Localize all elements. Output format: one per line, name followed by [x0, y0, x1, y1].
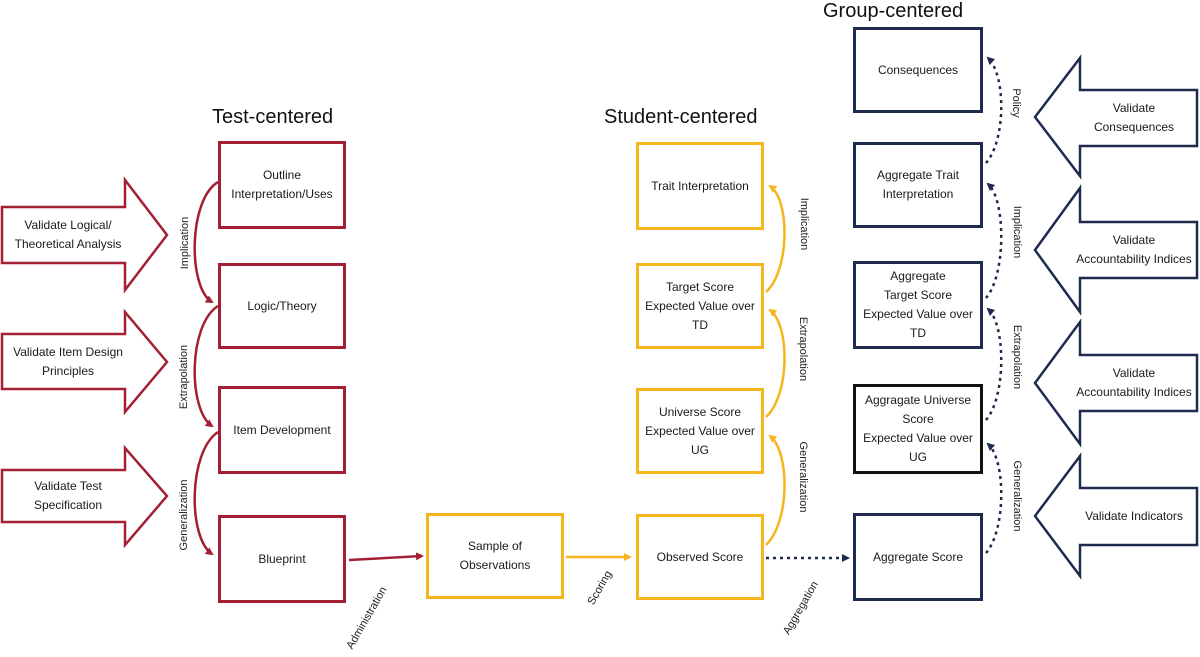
callout-arrow-validate-accountability-1 — [1033, 184, 1199, 316]
group-implication-link — [985, 182, 1003, 299]
label-group-extrapolation: Extrapolation — [1011, 324, 1023, 390]
label-test-implication: Implication — [179, 216, 191, 270]
callout-arrow-validate-consequences — [1033, 54, 1199, 180]
student-generalization-link — [765, 434, 786, 546]
callout-arrow-validate-spec — [0, 444, 169, 549]
callout-label-validate-indicators: Validate Indicators — [1085, 509, 1183, 523]
node-consequences: Consequences — [853, 27, 983, 113]
label-group-policy: Policy — [1010, 88, 1022, 118]
label-group-generalization: Generalization — [1011, 460, 1023, 532]
administration-arrow — [348, 552, 424, 562]
student-implication-link — [765, 184, 786, 293]
callout-arrow-validate-indicators — [1033, 452, 1199, 580]
heading-group-centered: Group-centered — [823, 0, 964, 22]
callout-arrow-validate-design — [0, 308, 169, 416]
node-aggregate-trait: Aggregate Trait Interpretation — [853, 142, 983, 228]
node-item-development: Item Development — [218, 386, 346, 474]
node-target-score: Target Score Expected Value over TD — [636, 263, 764, 349]
label-test-generalization: Generalization — [178, 479, 190, 551]
label-student-generalization: Generalization — [797, 441, 809, 513]
label-test-extrapolation: Extrapolation — [178, 344, 190, 410]
group-policy-link — [985, 56, 1003, 164]
node-observed-score: Observed Score — [636, 514, 764, 600]
node-outline-interpretation: Outline Interpretation/Uses — [218, 141, 346, 229]
callout-label-validate-accountability-2: Validate Accountability Indices — [1076, 366, 1192, 399]
label-student-implication: Implication — [798, 197, 810, 251]
label-student-extrapolation: Extrapolation — [797, 316, 809, 382]
group-generalization-link — [985, 442, 1003, 554]
callout-label-validate-consequences: Validate Consequences — [1093, 101, 1175, 134]
group-extrapolation-link — [985, 307, 1003, 421]
callout-label-validate-logical: Validate Logical/ Theoretical Analysis — [14, 218, 122, 251]
callout-label-validate-design: Validate Item Design Principles — [13, 344, 123, 378]
student-extrapolation-link — [765, 308, 786, 418]
test-implication-link — [193, 180, 219, 304]
test-extrapolation-link — [193, 304, 219, 428]
test-generalization-link — [193, 430, 219, 556]
node-trait-interpretation: Trait Interpretation — [636, 142, 764, 230]
node-logic-theory: Logic/Theory — [218, 263, 346, 349]
callout-label-validate-accountability-1: Validate Accountability Indices — [1076, 233, 1192, 266]
node-aggregate-target: Aggregate Target Score Expected Value ov… — [853, 261, 983, 349]
callout-label-validate-spec: Validate Test Specification — [33, 479, 103, 512]
node-aggregate-universe: Aggragate Universe Score Expected Value … — [853, 384, 983, 474]
heading-test-centered: Test-centered — [212, 106, 334, 128]
heading-student-centered: Student-centered — [604, 106, 758, 128]
node-universe-score: Universe Score Expected Value over UG — [636, 388, 764, 474]
callout-arrow-validate-logical — [0, 176, 169, 294]
node-aggregate-score: Aggregate Score — [853, 513, 983, 601]
label-group-implication: Implication — [1011, 205, 1023, 259]
callout-arrow-validate-accountability-2 — [1033, 318, 1199, 448]
node-blueprint: Blueprint — [218, 515, 346, 603]
node-sample-of-observations: Sample of Observations — [426, 513, 564, 599]
